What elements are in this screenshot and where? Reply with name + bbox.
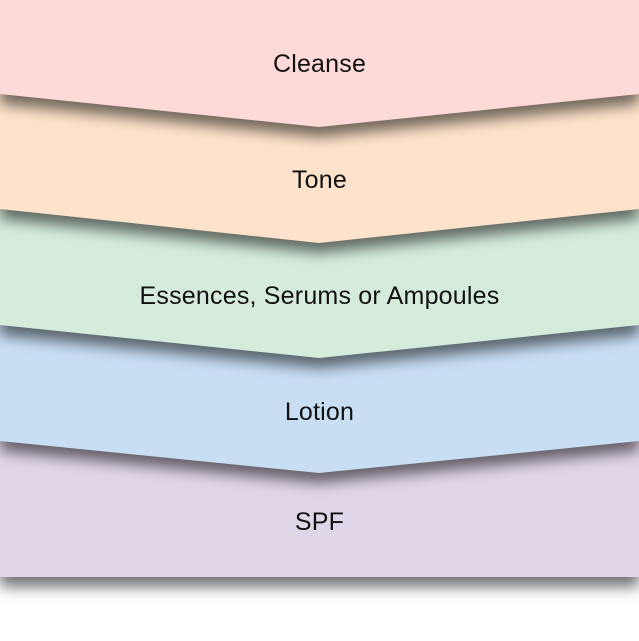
step-essences-fill xyxy=(0,209,639,358)
step-spf-shape xyxy=(0,440,639,577)
step-spf-fill xyxy=(0,440,639,577)
step-cleanse-label: Cleanse xyxy=(272,50,367,78)
step-essences: Essences, Serums or Ampoules xyxy=(0,209,639,358)
step-spf-label: SPF xyxy=(294,508,345,536)
step-tone-shape xyxy=(0,94,639,243)
step-lotion: Lotion xyxy=(0,325,639,473)
step-cleanse: Cleanse xyxy=(0,0,639,127)
step-tone-fill xyxy=(0,94,639,243)
step-essences-label: Essences, Serums or Ampoules xyxy=(139,282,500,310)
step-cleanse-fill xyxy=(0,0,639,127)
step-tone-label: Tone xyxy=(291,166,347,194)
step-tone: Tone xyxy=(0,94,639,243)
step-lotion-shape xyxy=(0,325,639,473)
step-lotion-fill xyxy=(0,325,639,473)
step-spf: SPF xyxy=(0,440,639,577)
step-essences-shape xyxy=(0,209,639,358)
step-cleanse-shape xyxy=(0,0,639,127)
step-lotion-label: Lotion xyxy=(284,398,355,426)
